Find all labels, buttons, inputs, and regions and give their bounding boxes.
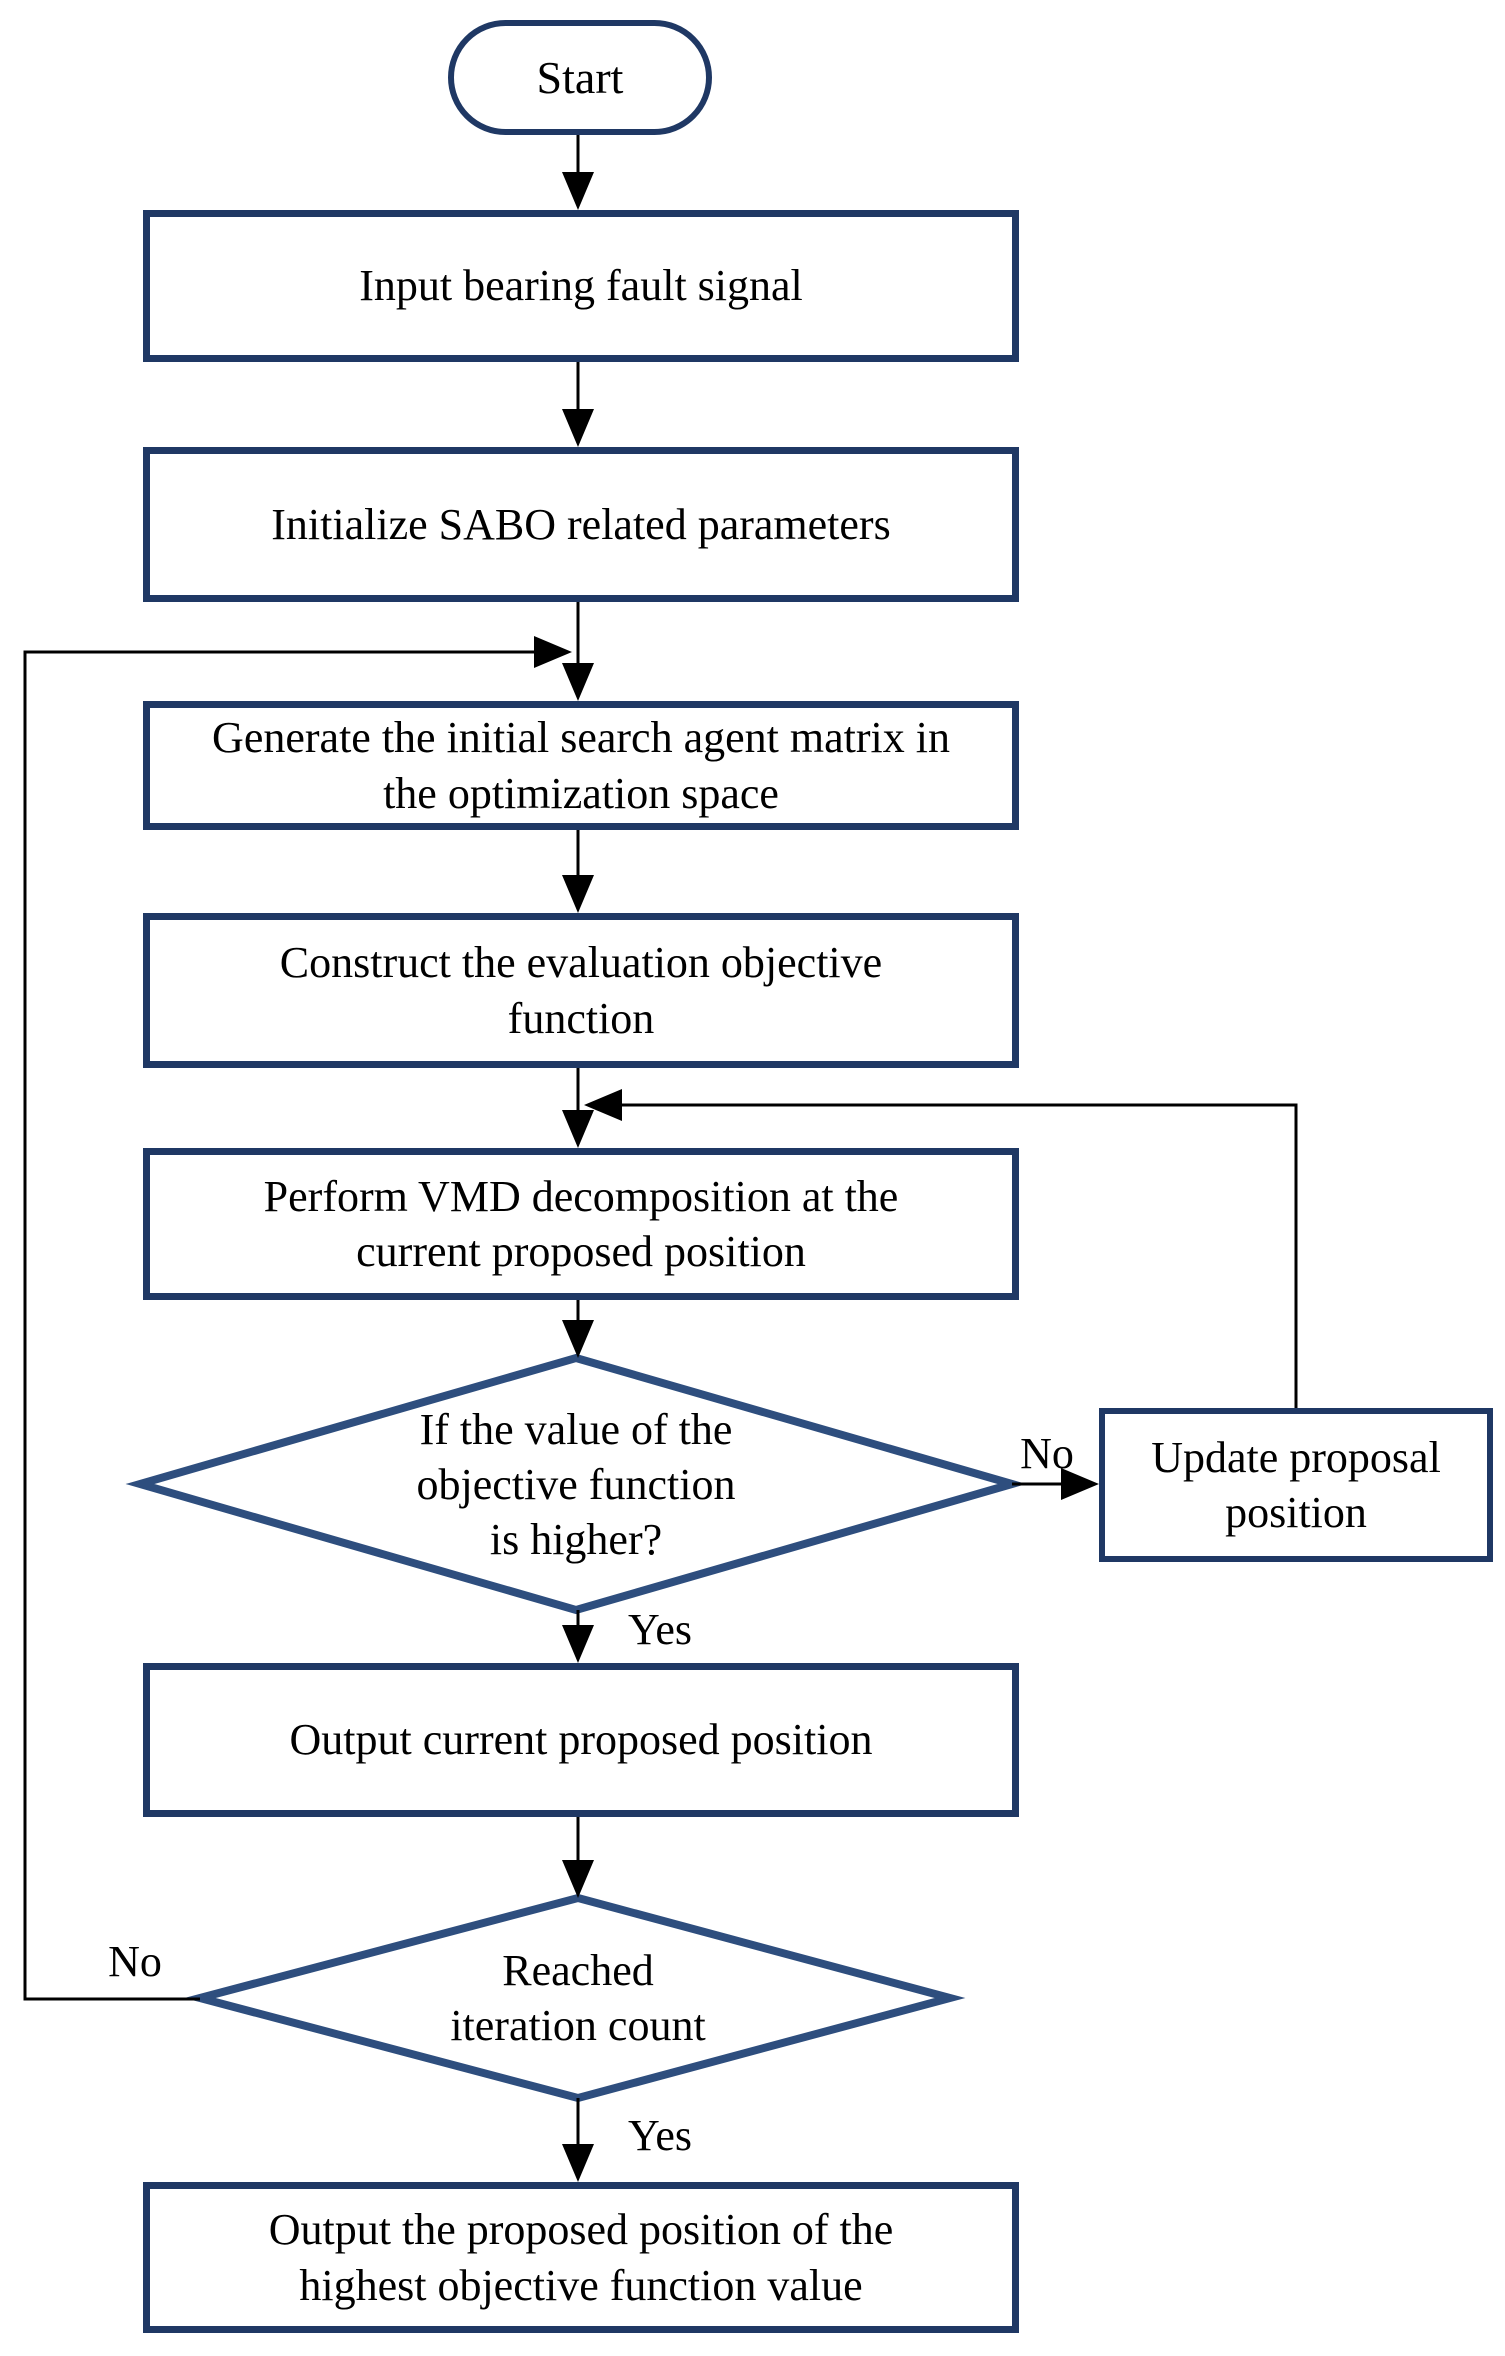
- update-position-box: Update proposal position: [1099, 1408, 1493, 1562]
- vmd-decomposition-label: Perform VMD decomposition at the current…: [263, 1171, 899, 1276]
- arrowhead-generate-to-construct: [562, 875, 594, 913]
- yes-label-objective: Yes: [627, 1605, 693, 1654]
- input-signal-label: Input bearing fault signal: [359, 261, 803, 311]
- vmd-decomposition-box: Perform VMD decomposition at the current…: [143, 1148, 1019, 1300]
- arrowhead-iteration-yes-to-final: [562, 2144, 594, 2182]
- objective-higher-diamond: [125, 1353, 1027, 1615]
- generate-matrix-label: Generate the initial search agent matrix…: [212, 713, 950, 818]
- start-label: Start: [536, 51, 624, 103]
- yes-label-iteration: Yes: [627, 2111, 693, 2160]
- output-current-label: Output current proposed position: [289, 1715, 873, 1765]
- no-label-iteration: No: [108, 1937, 162, 1986]
- generate-matrix-box: Generate the initial search agent matrix…: [143, 701, 1019, 830]
- input-signal-box: Input bearing fault signal: [143, 210, 1019, 362]
- arrowhead-output-to-iteration-diamond: [562, 1860, 594, 1898]
- edge-no-loop-iteration-to-generate: [23, 650, 552, 2001]
- arrowhead-objective-no-to-update: [1061, 1468, 1099, 1500]
- no-label-objective: No: [1020, 1429, 1074, 1478]
- arrowhead-vmd-to-objective-diamond: [562, 1320, 594, 1358]
- arrowhead-construct-to-vmd: [562, 1110, 594, 1148]
- iteration-count-text: Reached iteration count: [450, 1946, 706, 2050]
- construct-objective-label: Construct the evaluation objective funct…: [279, 938, 883, 1043]
- arrowhead-input-to-init: [562, 409, 594, 447]
- edge-update-to-vmd-loop: [622, 1103, 1298, 1408]
- construct-objective-box: Construct the evaluation objective funct…: [143, 913, 1019, 1068]
- arrowhead-update-loop-join: [584, 1089, 622, 1121]
- output-current-box: Output current proposed position: [143, 1663, 1019, 1817]
- output-final-label: Output the proposed position of the high…: [268, 2205, 894, 2310]
- arrowhead-no-loop-join: [534, 636, 572, 668]
- init-params-label: Initialize SABO related parameters: [271, 499, 891, 549]
- update-position-label: Update proposal position: [1151, 1432, 1441, 1537]
- start-node: Start: [448, 20, 712, 135]
- arrowhead-init-to-generate: [562, 663, 594, 701]
- arrowhead-start-to-input: [562, 172, 594, 210]
- init-params-box: Initialize SABO related parameters: [143, 447, 1019, 602]
- output-final-box: Output the proposed position of the high…: [143, 2182, 1019, 2333]
- objective-higher-text: If the value of the objective function i…: [416, 1404, 736, 1564]
- arrowhead-objective-yes-to-output: [562, 1625, 594, 1663]
